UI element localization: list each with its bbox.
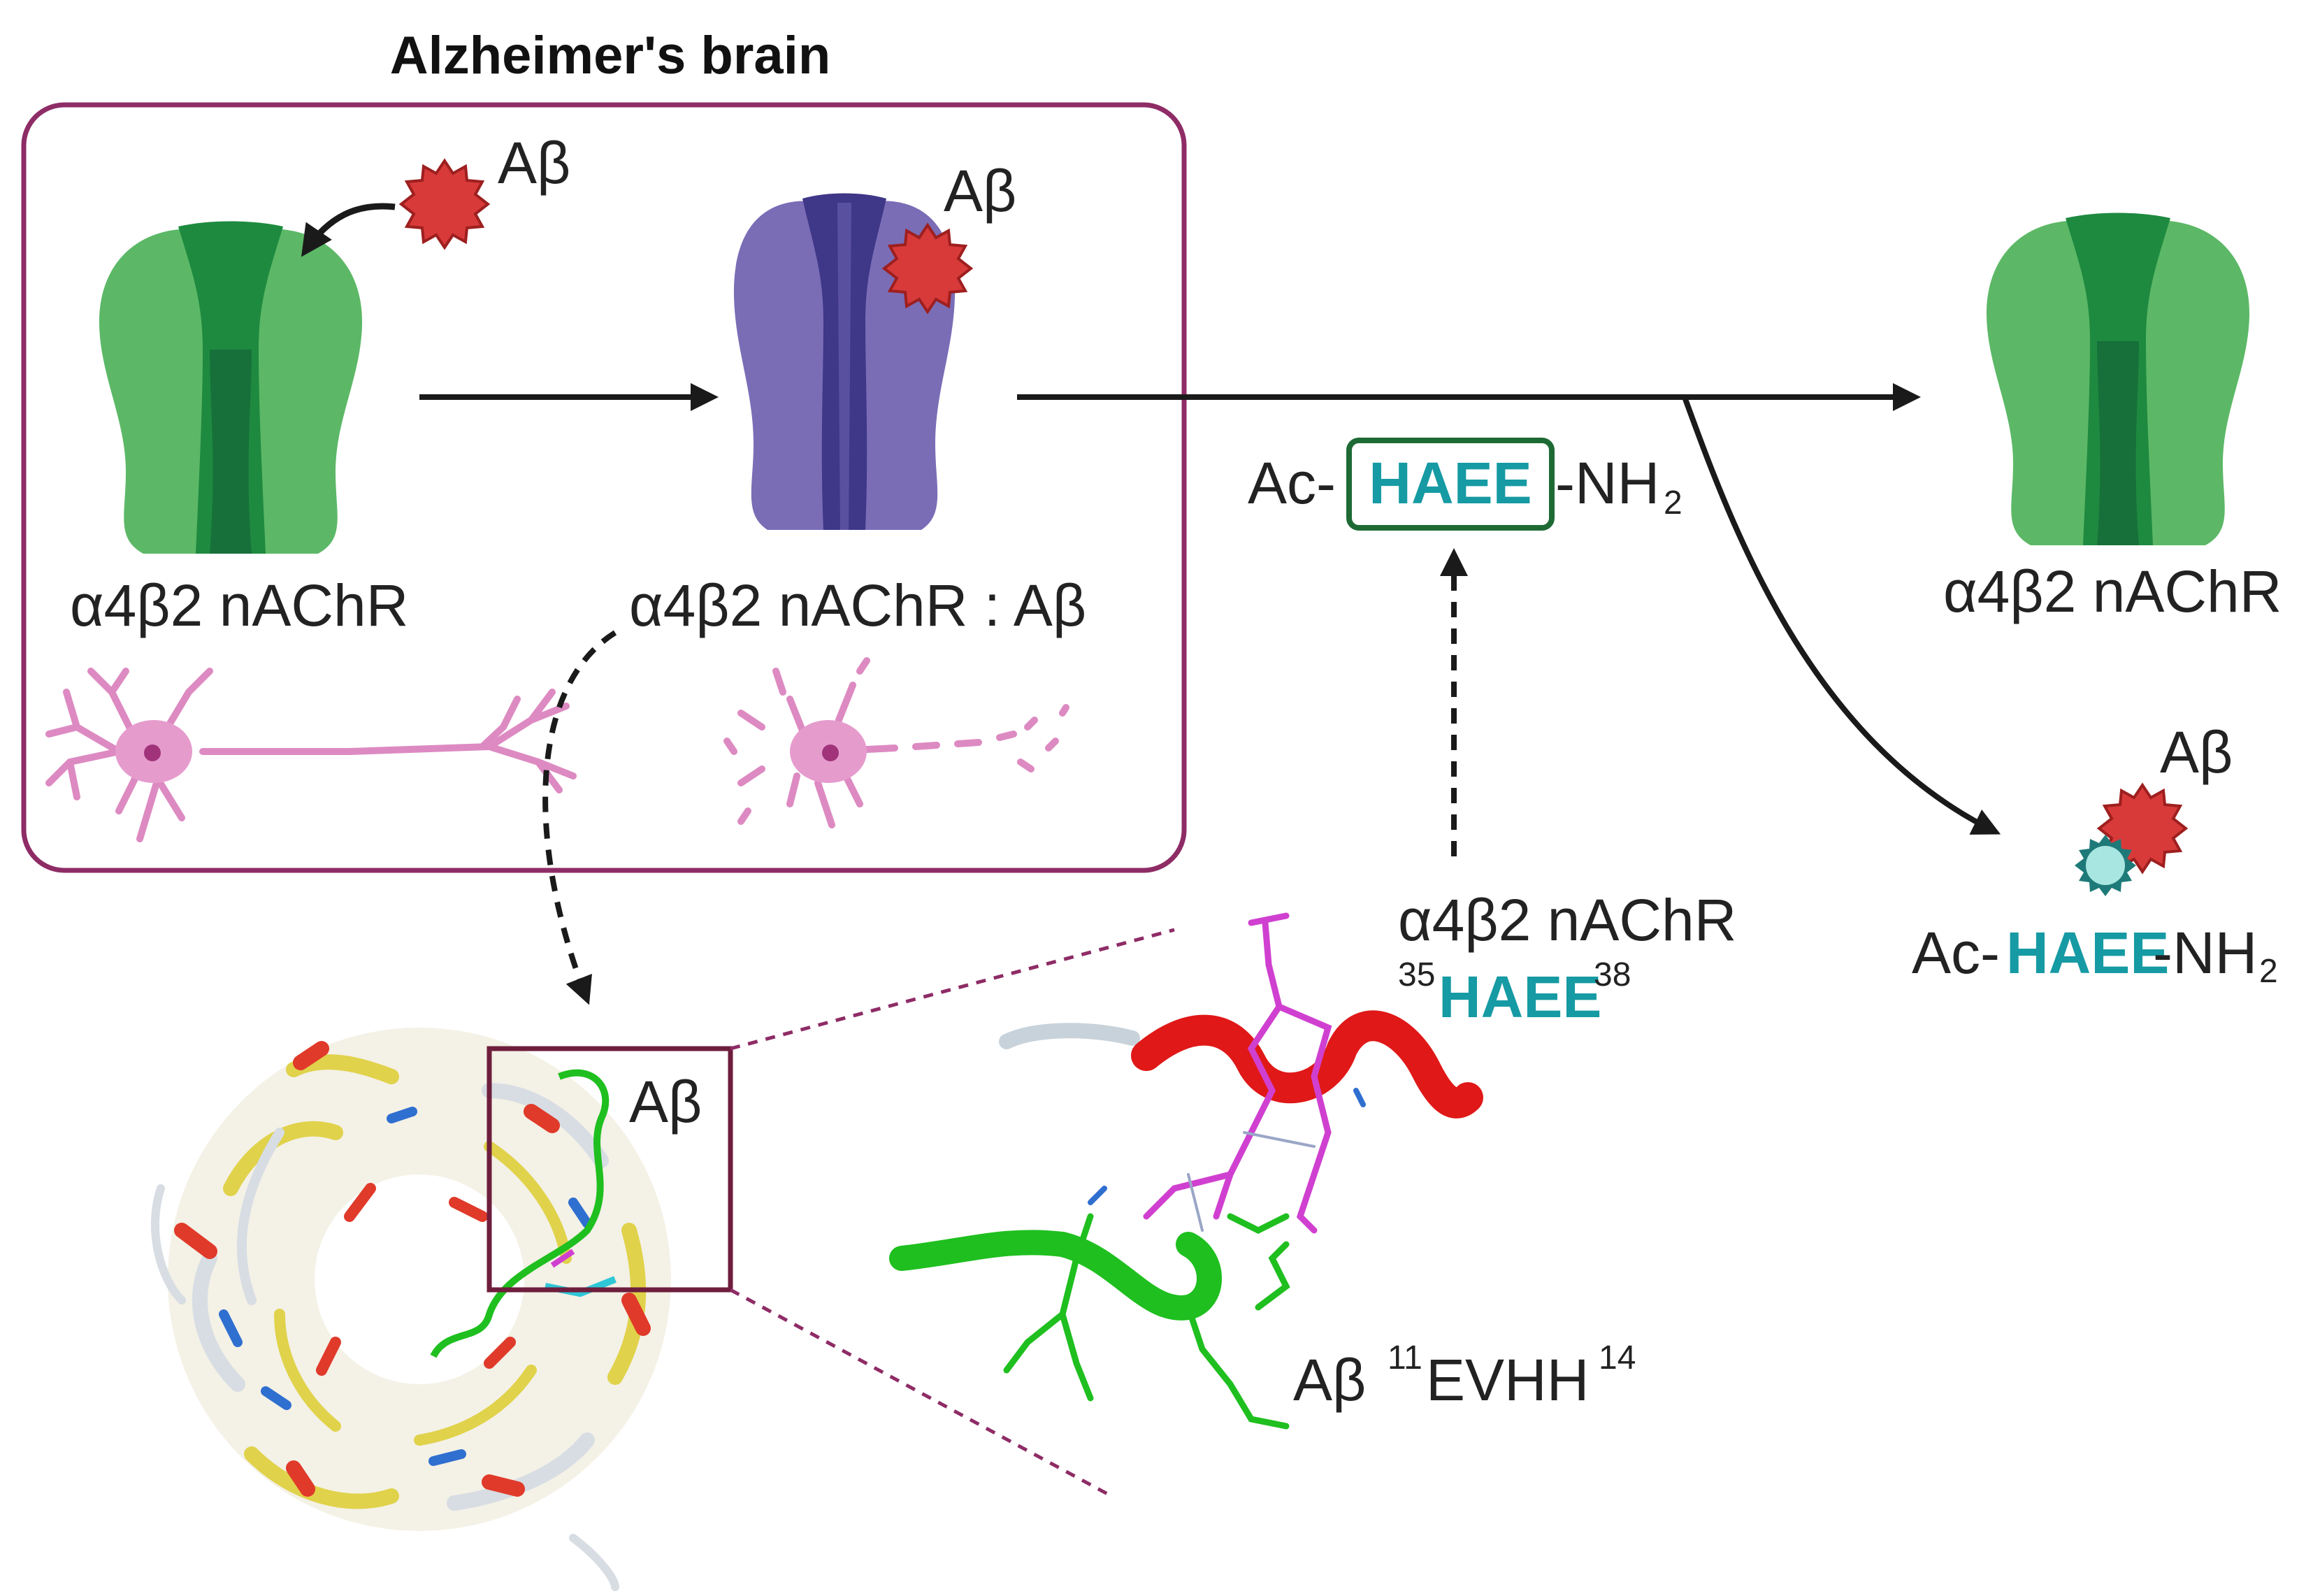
site-receptor-label: α4β2 nAChR [1398, 887, 1736, 953]
neuron-icon [45, 668, 577, 842]
receptor-icon [99, 221, 363, 554]
alzheimers-brain-frame [21, 102, 1187, 873]
peptide-prefix-1: Ac- [1248, 450, 1336, 516]
damaged-neuron-icon [723, 657, 1069, 828]
amyloid-beta-oligomer-icon [881, 222, 974, 315]
abeta-label-4: Aβ [629, 1069, 702, 1135]
abeta-label-3: Aβ [2160, 719, 2233, 785]
abeta-site-superscript-left: 11 [1388, 1339, 1422, 1376]
zoom-arrow [542, 630, 617, 1005]
abeta-site-core: EVHH [1426, 1347, 1589, 1413]
peptide-subscript-1: 2 [1664, 484, 1682, 522]
abeta-label-2: Aβ [944, 158, 1016, 224]
complex-label: α4β2 nAChR : Aβ [629, 573, 1086, 638]
neuron-nucleus [144, 745, 161, 761]
site-core: HAEE [1439, 964, 1601, 1030]
release-arrow [1682, 396, 2001, 835]
damaged-neuron-nucleus [822, 745, 839, 761]
peptide-box [1346, 438, 1555, 531]
peptide-subscript-2: 2 [2259, 953, 2278, 990]
receptor-label-left: α4β2 nAChR [70, 573, 408, 638]
peptide-core-2: HAEE [2006, 920, 2169, 986]
abeta-site-superscript-right: 14 [1599, 1339, 1636, 1376]
site-superscript-left: 35 [1398, 956, 1435, 993]
protein-structure-icon [150, 1028, 671, 1591]
receptor-icon [1986, 213, 2250, 545]
receptor-label-right: α4β2 nAChR [1943, 559, 2282, 624]
peptide-prefix-2: Ac- [1912, 920, 2000, 986]
diagram-title: Alzheimer's brain [390, 26, 831, 85]
amyloid-beta-oligomer-icon [398, 158, 491, 250]
peptide-core-1: HAEE [1369, 450, 1532, 516]
peptide-suffix-2: -NH [2153, 920, 2257, 986]
zoom-guide-top [730, 928, 1175, 1051]
interaction-detail-icon [889, 912, 1483, 1430]
site-superscript-right: 38 [1594, 956, 1631, 993]
zoom-box [487, 1046, 733, 1293]
peptide-bound-icon [2075, 835, 2136, 896]
peptide-suffix-1: -NH [1555, 450, 1659, 516]
binding-arrow [301, 203, 396, 257]
abeta-site-prefix: Aβ [1293, 1347, 1366, 1413]
abeta-label-1: Aβ [498, 130, 570, 196]
